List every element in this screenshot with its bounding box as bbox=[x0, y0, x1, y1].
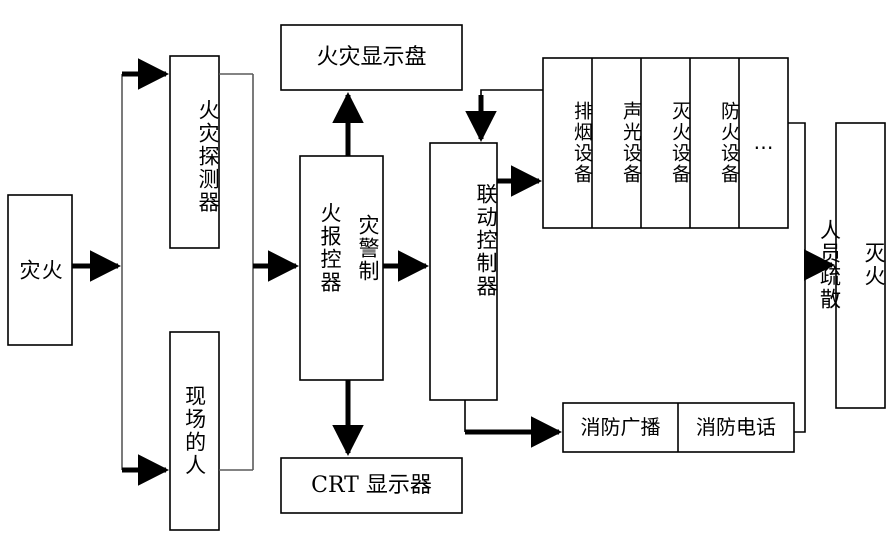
label-equipment-5-ellipsis: … bbox=[753, 130, 774, 155]
box-alarm-controller bbox=[299, 155, 384, 381]
box-people-on-site bbox=[169, 331, 220, 531]
label-fire-display-panel: 火灾显示盘 bbox=[316, 44, 427, 70]
label-linkage-controller: 联动控制器 bbox=[474, 182, 498, 298]
box-fire-display-panel bbox=[280, 24, 463, 91]
label-fire: 火 灾 bbox=[17, 258, 64, 282]
label-equipment-4: 防火设备 bbox=[718, 101, 740, 185]
label-detector: 火灾探测器 bbox=[196, 98, 220, 214]
connector-equipment-right-bus bbox=[788, 122, 806, 433]
label-people-on-site: 现场的人 bbox=[182, 385, 207, 477]
label-crt-display: CRT 显示器 bbox=[311, 472, 432, 498]
box-evacuation bbox=[835, 122, 886, 409]
label-comm-1: 消防广播 bbox=[580, 414, 661, 439]
label-equipment-3: 灭火设备 bbox=[669, 101, 691, 185]
label-comm-2: 消防电话 bbox=[696, 414, 776, 439]
box-crt-display bbox=[280, 457, 463, 514]
box-equipment-row bbox=[542, 57, 789, 229]
box-linkage-controller bbox=[429, 142, 498, 401]
label-equipment-2: 声光设备 bbox=[620, 101, 642, 185]
label-equipment-1: 排烟设备 bbox=[571, 101, 593, 185]
box-fire bbox=[7, 194, 73, 346]
box-detector bbox=[169, 55, 220, 249]
label-alarm-controller-col1: 火报控器 bbox=[318, 202, 342, 294]
label-evacuation: 灭火 人员疏散 bbox=[817, 219, 887, 311]
connector-equipment-feedback bbox=[480, 89, 543, 125]
label-alarm-controller-col2: 灾警制 bbox=[356, 213, 380, 283]
